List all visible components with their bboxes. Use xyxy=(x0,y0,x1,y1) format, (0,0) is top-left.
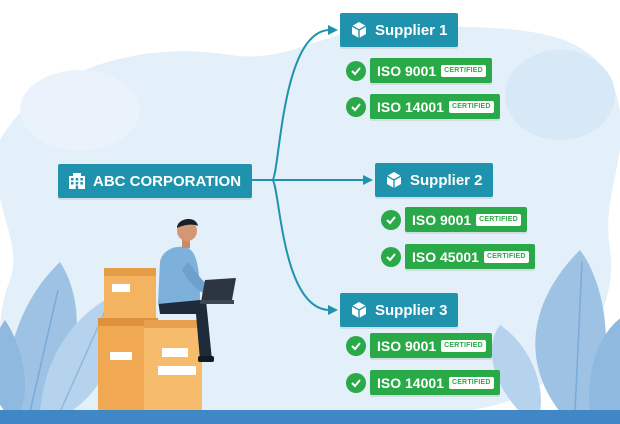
certification-item: ISO 9001 CERTIFIED xyxy=(381,207,527,232)
certification-badge: ISO 14001 CERTIFIED xyxy=(370,370,500,395)
certification-item: ISO 9001 CERTIFIED xyxy=(346,58,492,83)
certified-tag: CERTIFIED xyxy=(441,339,486,352)
certified-tag: CERTIFIED xyxy=(441,64,486,77)
building-icon xyxy=(68,172,86,190)
corporation-label: ABC CORPORATION xyxy=(93,172,242,190)
check-icon xyxy=(381,209,401,230)
certified-tag: CERTIFIED xyxy=(448,376,494,389)
supplier-1-node: Supplier 1 xyxy=(340,13,458,47)
person-with-laptop xyxy=(158,219,236,362)
check-icon xyxy=(346,335,366,356)
check-icon xyxy=(346,60,366,81)
check-icon xyxy=(381,246,401,267)
supplier-label: Supplier 1 xyxy=(375,21,448,39)
supplier-2-node: Supplier 2 xyxy=(375,163,493,197)
certification-standard: ISO 14001 xyxy=(377,98,444,115)
certification-badge: ISO 9001 CERTIFIED xyxy=(370,58,492,83)
certified-tag: CERTIFIED xyxy=(476,213,521,226)
connector-lines xyxy=(252,29,366,311)
check-icon xyxy=(346,372,366,393)
background-blob xyxy=(505,50,615,140)
certification-standard: ISO 14001 xyxy=(377,374,444,391)
cube-icon xyxy=(350,301,368,319)
supplier-label: Supplier 3 xyxy=(375,301,448,319)
certification-item: ISO 9001 CERTIFIED xyxy=(346,333,492,358)
connector-arrowheads xyxy=(328,25,373,315)
check-icon xyxy=(346,96,366,117)
cardboard-boxes xyxy=(98,268,202,410)
certified-tag: CERTIFIED xyxy=(448,100,494,113)
cube-icon xyxy=(385,171,403,189)
certification-standard: ISO 9001 xyxy=(377,337,437,354)
certified-tag: CERTIFIED xyxy=(483,250,529,263)
right-plant xyxy=(491,250,620,413)
certification-standard: ISO 45001 xyxy=(412,248,479,265)
certification-badge: ISO 45001 CERTIFIED xyxy=(405,244,535,269)
certification-badge: ISO 9001 CERTIFIED xyxy=(405,207,527,232)
certification-badge: ISO 9001 CERTIFIED xyxy=(370,333,492,358)
cube-icon xyxy=(350,21,368,39)
certification-item: ISO 14001 CERTIFIED xyxy=(346,94,500,119)
certification-standard: ISO 9001 xyxy=(377,62,437,79)
certification-item: ISO 14001 CERTIFIED xyxy=(346,370,500,395)
certification-standard: ISO 9001 xyxy=(412,211,472,228)
ground xyxy=(0,410,620,424)
certification-badge: ISO 14001 CERTIFIED xyxy=(370,94,500,119)
corporation-node: ABC CORPORATION xyxy=(58,164,252,198)
background-blob xyxy=(20,70,140,150)
certification-item: ISO 45001 CERTIFIED xyxy=(381,244,535,269)
supplier-3-node: Supplier 3 xyxy=(340,293,458,327)
supplier-label: Supplier 2 xyxy=(410,171,483,189)
